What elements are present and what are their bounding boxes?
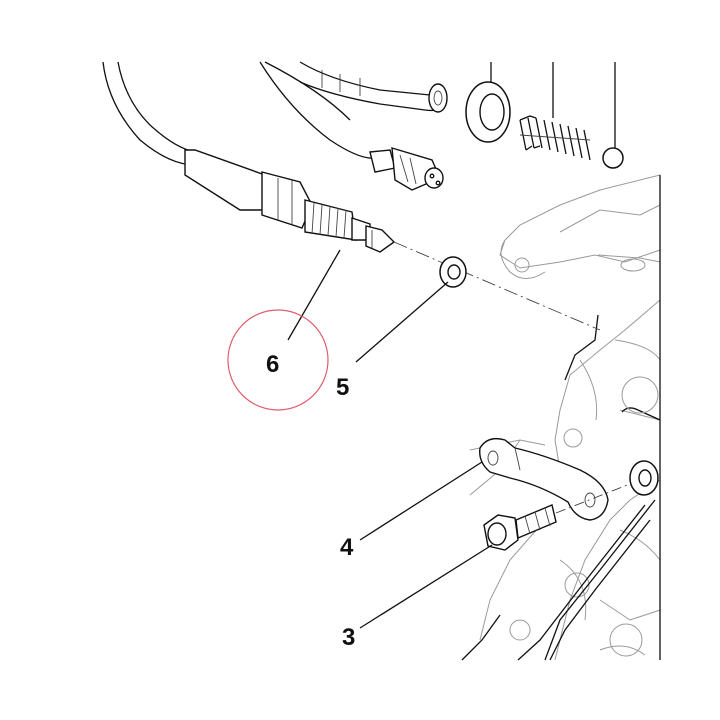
spring	[519, 62, 591, 161]
leader-lines	[287, 249, 493, 629]
callout-5: 5	[336, 374, 349, 401]
seal-ring	[465, 62, 511, 143]
sensor-axis-line	[393, 241, 601, 331]
check-ball	[602, 62, 624, 169]
top-plunger	[264, 61, 448, 121]
bolt-part-3	[483, 479, 641, 551]
callout-4: 4	[340, 534, 354, 561]
leader-line-4	[359, 461, 483, 541]
callout-3: 3	[342, 624, 355, 651]
bracket-part-4	[479, 437, 609, 521]
engine-casting	[469, 174, 661, 661]
leader-line-3	[359, 544, 493, 629]
block-washer	[629, 460, 659, 496]
leader-line-5	[355, 281, 449, 363]
washer-part-5	[439, 256, 467, 288]
callout-6: 6	[266, 351, 279, 378]
sensor-part-6	[102, 61, 396, 253]
highlight-circle	[227, 309, 329, 411]
casting-outline	[461, 175, 661, 661]
leader-line-6	[287, 249, 341, 341]
connector-plug	[259, 61, 444, 191]
